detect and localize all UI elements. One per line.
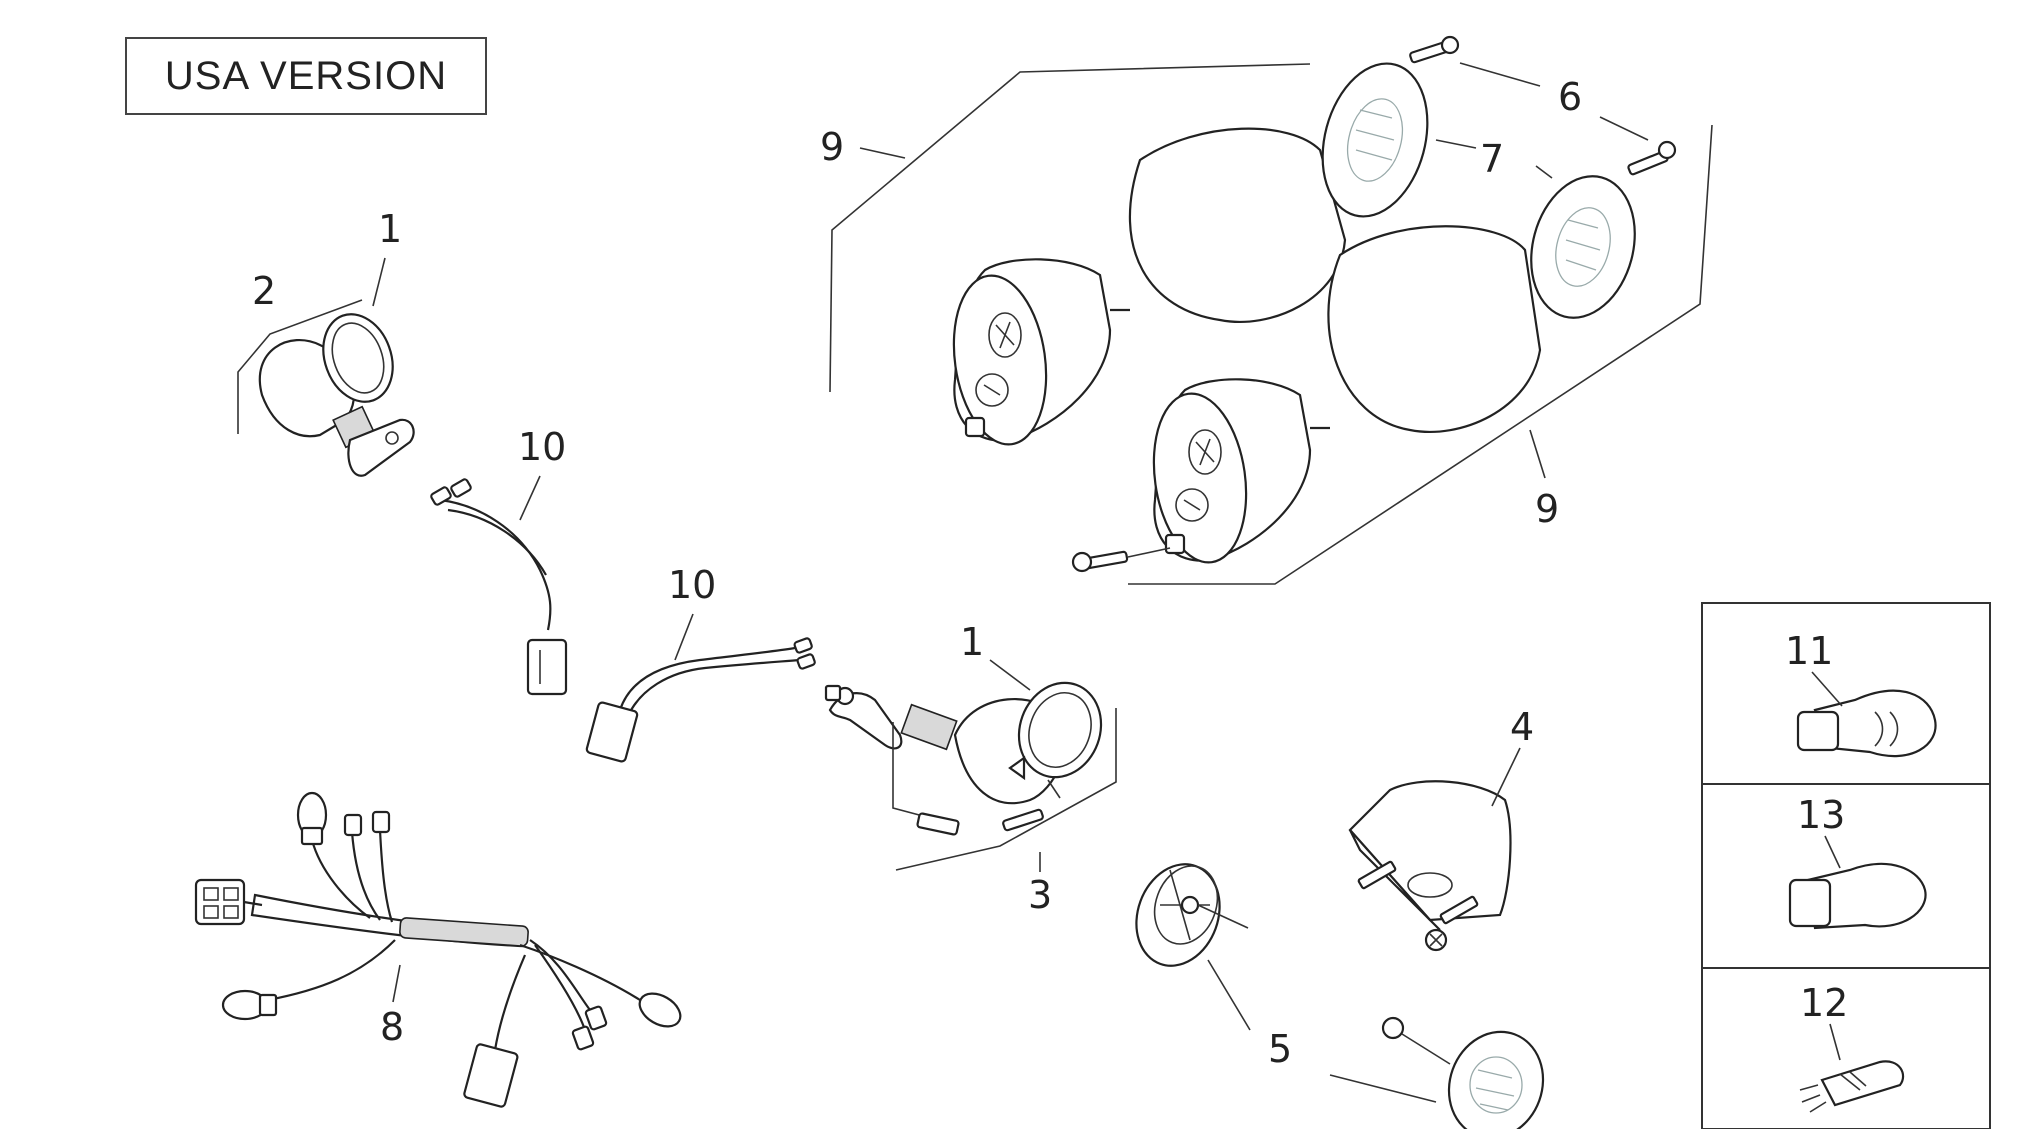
callout-5: 5 — [1268, 1027, 1292, 1071]
bulb-12 — [1799, 1023, 1905, 1113]
callout-10a: 10 — [518, 425, 566, 469]
wire-lead-left — [430, 478, 568, 696]
callout-8: 8 — [380, 1005, 404, 1049]
callout-10b: 10 — [668, 563, 716, 607]
callout-2: 2 — [252, 269, 276, 313]
wiring-harness — [194, 791, 682, 1108]
callout-13: 13 — [1797, 793, 1845, 837]
callout-9b: 9 — [1535, 487, 1559, 531]
version-label: USA VERSION — [125, 37, 487, 115]
callout-6: 6 — [1558, 75, 1582, 119]
wire-lead-middle — [585, 637, 816, 763]
callout-9a: 9 — [820, 125, 844, 169]
bulb-13 — [1788, 835, 1927, 930]
callout-12: 12 — [1800, 981, 1848, 1025]
callout-3: 3 — [1028, 873, 1052, 917]
callout-1b: 1 — [960, 620, 984, 664]
front-right-indicator — [824, 681, 1117, 871]
callout-7: 7 — [1480, 137, 1504, 181]
callout-4: 4 — [1510, 705, 1534, 749]
tail-light-assembly — [829, 35, 1713, 585]
callout-1a: 1 — [378, 207, 402, 251]
bulb-11 — [1796, 671, 1937, 758]
bulb-panel — [1701, 602, 1991, 1129]
rear-reflector — [1381, 1016, 1545, 1129]
front-left-indicator — [237, 299, 415, 477]
license-plate-light — [1348, 780, 1512, 952]
side-reflector — [1135, 863, 1249, 967]
callout-11: 11 — [1785, 629, 1833, 673]
